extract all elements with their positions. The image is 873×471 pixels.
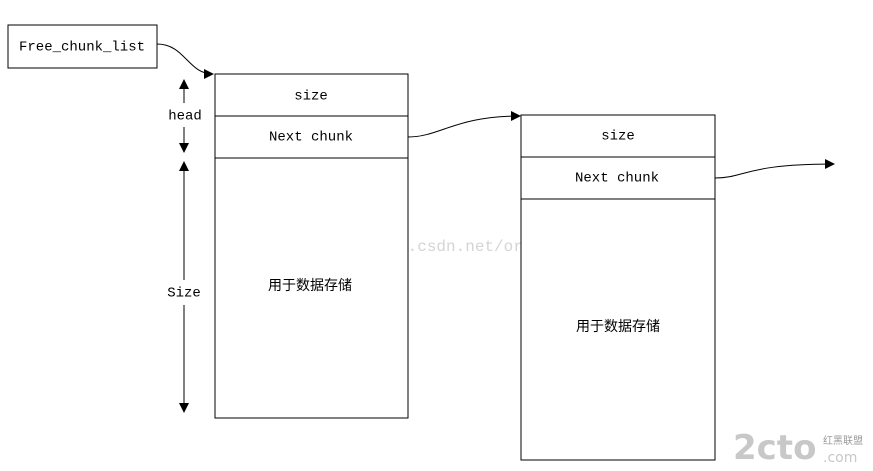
next-chunk-arrow-1 [407, 111, 521, 138]
free-chunk-list-label: Free_chunk_list [19, 40, 145, 56]
logo-main-text: 2cto [733, 428, 816, 468]
block2-next-chunk-field: Next chunk [575, 171, 659, 187]
free-list-arrow [156, 43, 214, 79]
site-logo: 2cto 红黑联盟 .com [733, 428, 863, 468]
head-label: head [168, 109, 202, 125]
logo-subtext: 红黑联盟 [823, 434, 863, 447]
block2-size-field: size [601, 129, 635, 145]
logo-domain: .com [823, 450, 857, 466]
head-dimension: head [168, 79, 202, 153]
block2-data-area-label: 用于数据存储 [576, 319, 660, 335]
chunk-block-1: size Next chunk 用于数据存储 [214, 73, 409, 419]
next-chunk-arrow-2 [714, 159, 835, 179]
size-label: Size [167, 286, 201, 302]
block1-next-chunk-field: Next chunk [269, 130, 353, 146]
free-chunk-list-box: Free_chunk_list [7, 24, 158, 69]
block1-data-area-label: 用于数据存储 [268, 278, 352, 294]
chunk-block-2: size Next chunk 用于数据存储 [520, 114, 716, 461]
block1-size-field: size [294, 89, 328, 105]
size-dimension: Size [167, 161, 201, 413]
